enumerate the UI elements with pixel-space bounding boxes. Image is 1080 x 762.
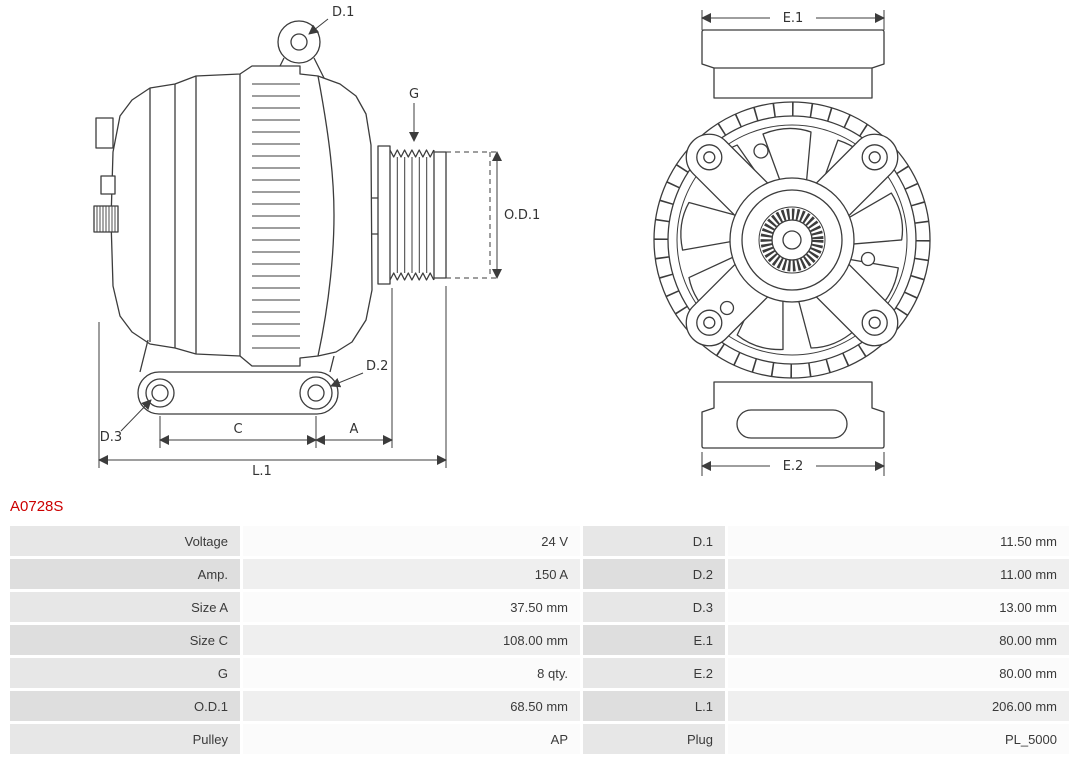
spec-label: D.3: [583, 592, 725, 622]
label-e1: E.1: [783, 11, 804, 26]
spec-label: O.D.1: [10, 691, 240, 721]
spec-label: Amp.: [10, 559, 240, 589]
dimension-lines-front: [701, 10, 885, 476]
spec-row: Voltage 24 V D.1 11.50 mm: [10, 526, 1069, 556]
spec-table: Voltage 24 V D.1 11.50 mm Amp. 150 A D.2…: [10, 526, 1069, 757]
spec-label: E.2: [583, 658, 725, 688]
label-d2: D.2: [366, 359, 388, 374]
spec-value: 108.00 mm: [243, 625, 580, 655]
spec-row: Size C 108.00 mm E.1 80.00 mm: [10, 625, 1069, 655]
side-view-drawing: [93, 18, 502, 468]
leader-lines-side: [120, 18, 419, 432]
spec-value: 80.00 mm: [728, 658, 1069, 688]
rear-terminal-block: [93, 117, 119, 233]
spec-label: D.1: [583, 526, 725, 556]
part-number: A0728S: [10, 498, 64, 515]
spec-label: Size C: [10, 625, 240, 655]
spec-value: 11.50 mm: [728, 526, 1069, 556]
spec-label: E.1: [583, 625, 725, 655]
alternator-diagram: D.1 G O.D.1 D.3 D.2 C A L.1: [93, 5, 931, 479]
rotor-hub: [729, 177, 855, 303]
label-d3: D.3: [100, 430, 122, 445]
technical-drawing: D.1 G O.D.1 D.3 D.2 C A L.1: [93, 5, 931, 479]
spec-label: D.2: [583, 559, 725, 589]
spec-row: G 8 qty. E.2 80.00 mm: [10, 658, 1069, 688]
label-e2: E.2: [783, 459, 804, 474]
spec-row: Size A 37.50 mm D.3 13.00 mm: [10, 592, 1069, 622]
spec-value: 13.00 mm: [728, 592, 1069, 622]
spec-row: O.D.1 68.50 mm L.1 206.00 mm: [10, 691, 1069, 721]
dimension-lines-side: [98, 286, 447, 468]
label-c: C: [233, 422, 242, 437]
mounting-bracket-top: [701, 29, 885, 99]
spec-label: Size A: [10, 592, 240, 622]
spec-value: 80.00 mm: [728, 625, 1069, 655]
spec-value: AP: [243, 724, 580, 754]
label-a: A: [350, 422, 359, 437]
label-od1: O.D.1: [504, 208, 540, 223]
spec-value: 206.00 mm: [728, 691, 1069, 721]
spec-label: Pulley: [10, 724, 240, 754]
spec-label: L.1: [583, 691, 725, 721]
spec-value: 68.50 mm: [243, 691, 580, 721]
spec-value: PL_5000: [728, 724, 1069, 754]
label-d1: D.1: [332, 5, 354, 20]
spec-value: 37.50 mm: [243, 592, 580, 622]
spec-row: Pulley AP Plug PL_5000: [10, 724, 1069, 754]
spec-label: Voltage: [10, 526, 240, 556]
stator-fins: [252, 83, 300, 349]
mounting-bracket-bottom: [701, 381, 885, 449]
bottom-mounting-lugs: [137, 339, 339, 415]
spec-label: Plug: [583, 724, 725, 754]
alternator-housing-side: [110, 65, 373, 367]
spec-value: 8 qty.: [243, 658, 580, 688]
spec-label: G: [10, 658, 240, 688]
spec-value: 150 A: [243, 559, 580, 589]
label-l1: L.1: [252, 464, 272, 479]
dimension-od1: [446, 151, 502, 279]
pulley: [372, 145, 447, 285]
front-view-drawing: [653, 10, 931, 476]
spec-value: 11.00 mm: [728, 559, 1069, 589]
spec-value: 24 V: [243, 526, 580, 556]
label-g: G: [409, 87, 419, 102]
spec-row: Amp. 150 A D.2 11.00 mm: [10, 559, 1069, 589]
